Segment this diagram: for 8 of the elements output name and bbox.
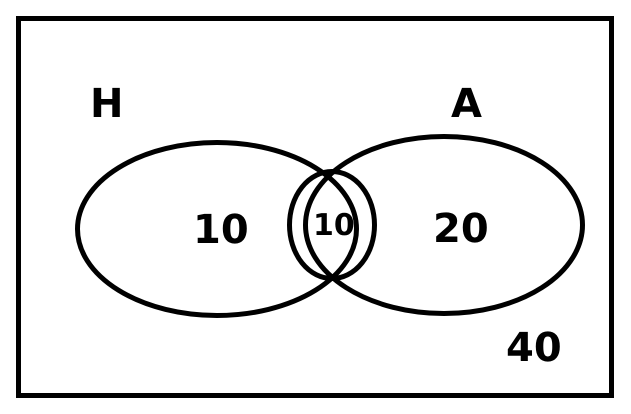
set-count: 10 — [193, 210, 249, 250]
intersection-count: 10 — [313, 211, 355, 241]
universe-frame — [16, 16, 614, 398]
set-label: A — [451, 84, 482, 124]
outside-count: 40 — [506, 328, 562, 368]
intersection-circle — [287, 169, 377, 281]
set-count: 20 — [433, 209, 489, 249]
set-label: H — [90, 84, 124, 124]
